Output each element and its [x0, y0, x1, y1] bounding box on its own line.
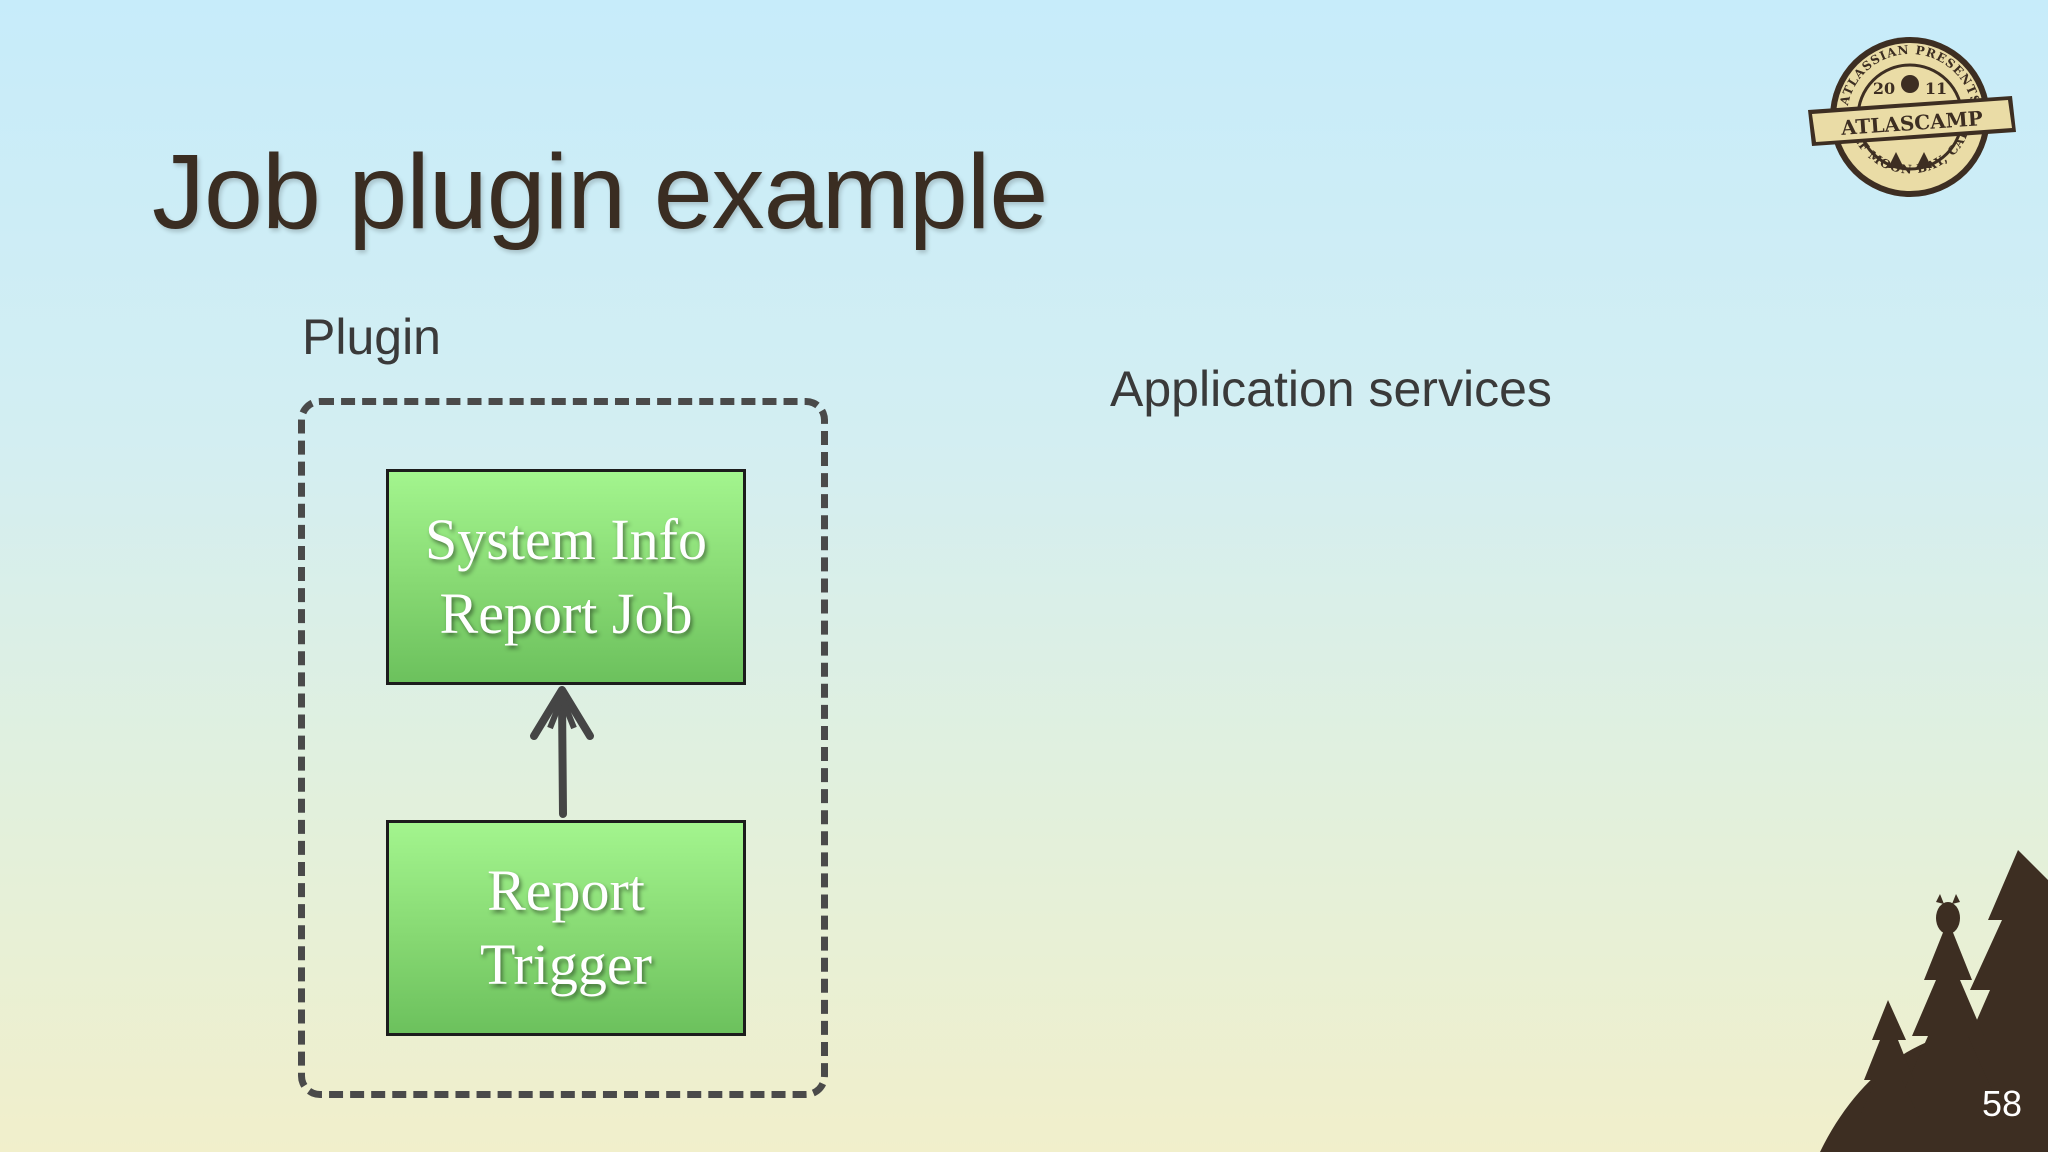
- application-services-label: Application services: [1110, 361, 1552, 417]
- svg-text:11: 11: [1925, 79, 1947, 98]
- plugin-label: Plugin: [302, 309, 441, 365]
- system-info-report-job-box: System Info Report Job: [386, 469, 746, 685]
- arrow-up-icon: [530, 686, 594, 818]
- page-number: 58: [1981, 1083, 2022, 1124]
- svg-text:20: 20: [1873, 79, 1895, 98]
- atlascamp-logo: ATLASSIAN PRESENTS HALF MOON BAY, CALIF …: [1800, 32, 2016, 197]
- plugin-container: [298, 398, 828, 1098]
- box-label-line: Trigger: [480, 932, 652, 997]
- box-label-line: System Info: [425, 507, 707, 572]
- box-label-line: Report: [487, 858, 645, 923]
- slide-title: Job plugin example: [152, 133, 1048, 251]
- forest-silhouette: [1820, 850, 2048, 1152]
- report-trigger-box: Report Trigger: [386, 820, 746, 1036]
- box-label-line: Report Job: [439, 581, 693, 646]
